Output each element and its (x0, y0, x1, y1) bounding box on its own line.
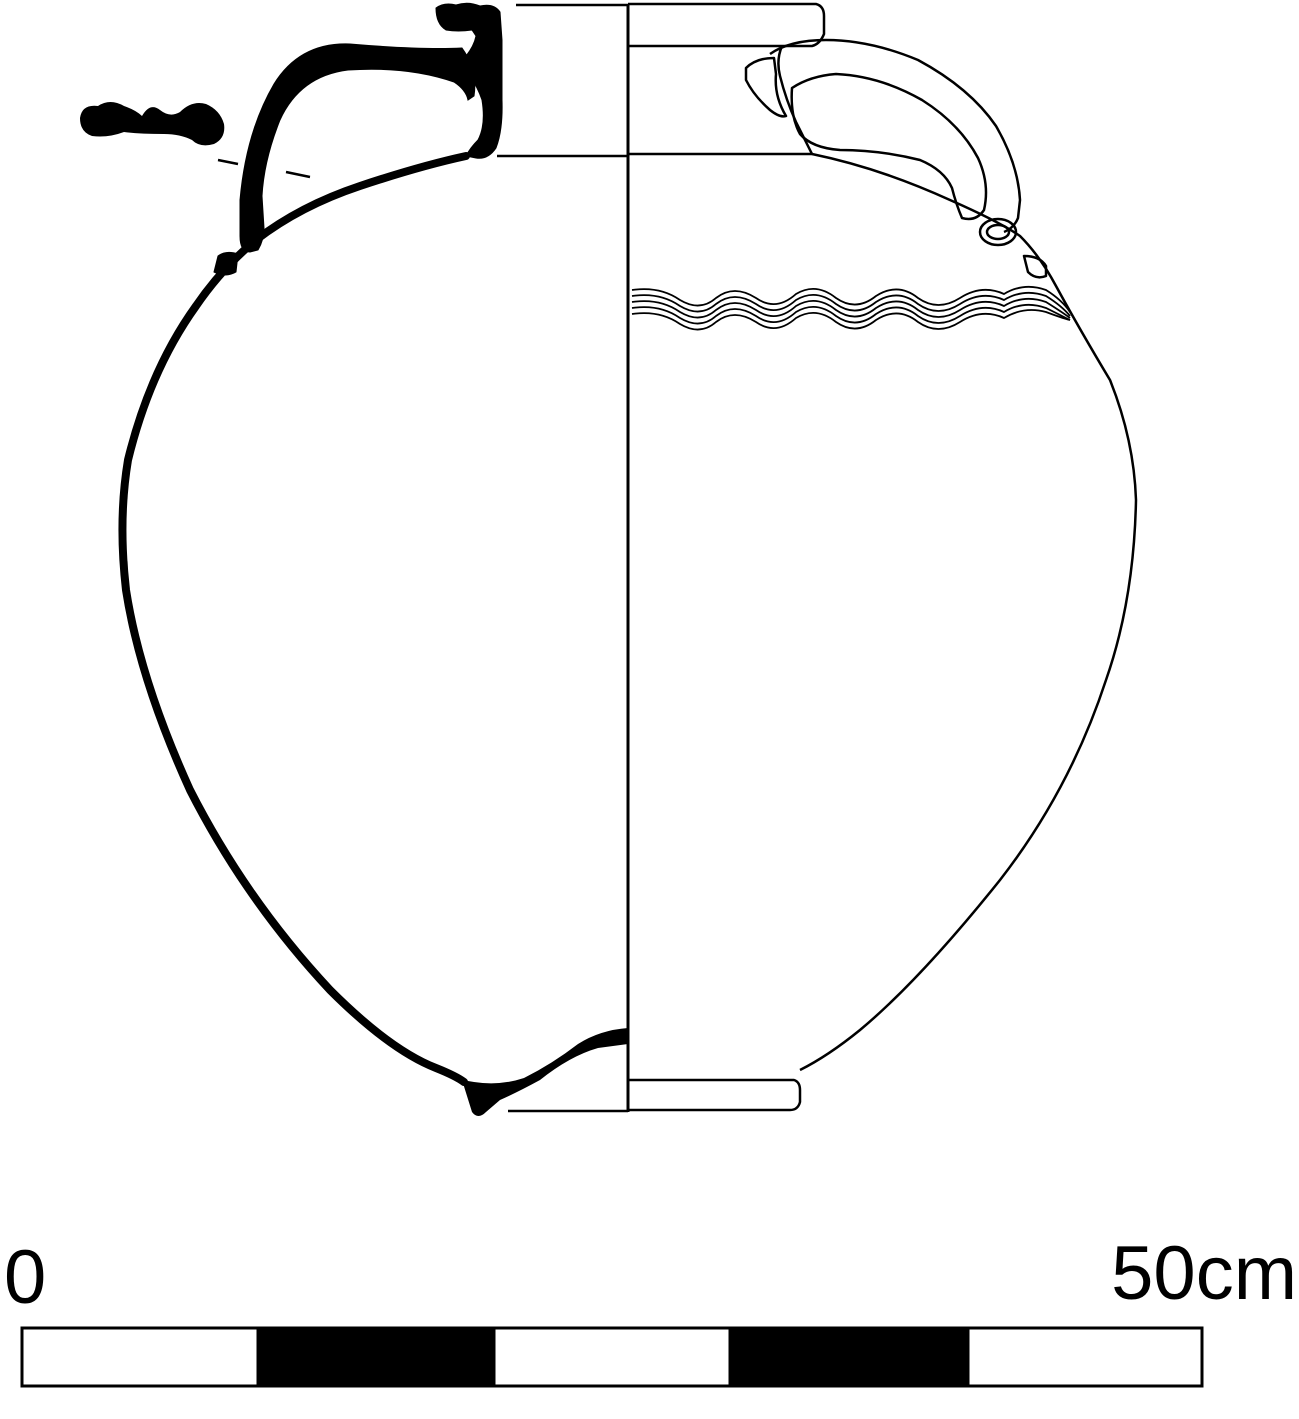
body-wall-section (118, 152, 470, 1086)
scale-bar (20, 1326, 1204, 1388)
wavy-decoration (631, 285, 1071, 331)
scale-end-label: 50cm (1111, 1231, 1297, 1316)
handle-exterior-inner (790, 72, 988, 221)
scale-start-label: 0 (4, 1235, 47, 1320)
handle-lower-lug-inner (985, 223, 1011, 241)
exterior-view (628, 2, 1138, 1112)
body-exterior (799, 152, 1138, 1072)
wave-line-3 (631, 297, 1071, 319)
section-axis-dash-2 (285, 170, 311, 179)
foot-exterior (628, 1078, 802, 1112)
scale-segment-5 (966, 1326, 1204, 1388)
wave-line-5 (631, 309, 1071, 331)
wave-line-4 (631, 303, 1071, 325)
scale-segment-4 (728, 1326, 970, 1388)
wave-line-2 (631, 291, 1071, 317)
base-section (462, 1028, 628, 1116)
wave-line-1 (631, 285, 1071, 313)
rim-exterior (628, 2, 826, 48)
handle-exterior-outer (769, 38, 1022, 234)
section-axis-dash-1 (217, 158, 239, 166)
handle-cross-section (80, 102, 225, 146)
neck-exterior (628, 45, 814, 156)
rim-section (435, 2, 503, 159)
scale-segment-1 (20, 1326, 260, 1388)
handle-rim-attachment (744, 56, 788, 118)
scale-segment-2 (256, 1326, 496, 1388)
handle-opening (286, 82, 463, 220)
shoulder-lug-exterior (1022, 254, 1048, 279)
scale-segment-3 (492, 1326, 732, 1388)
